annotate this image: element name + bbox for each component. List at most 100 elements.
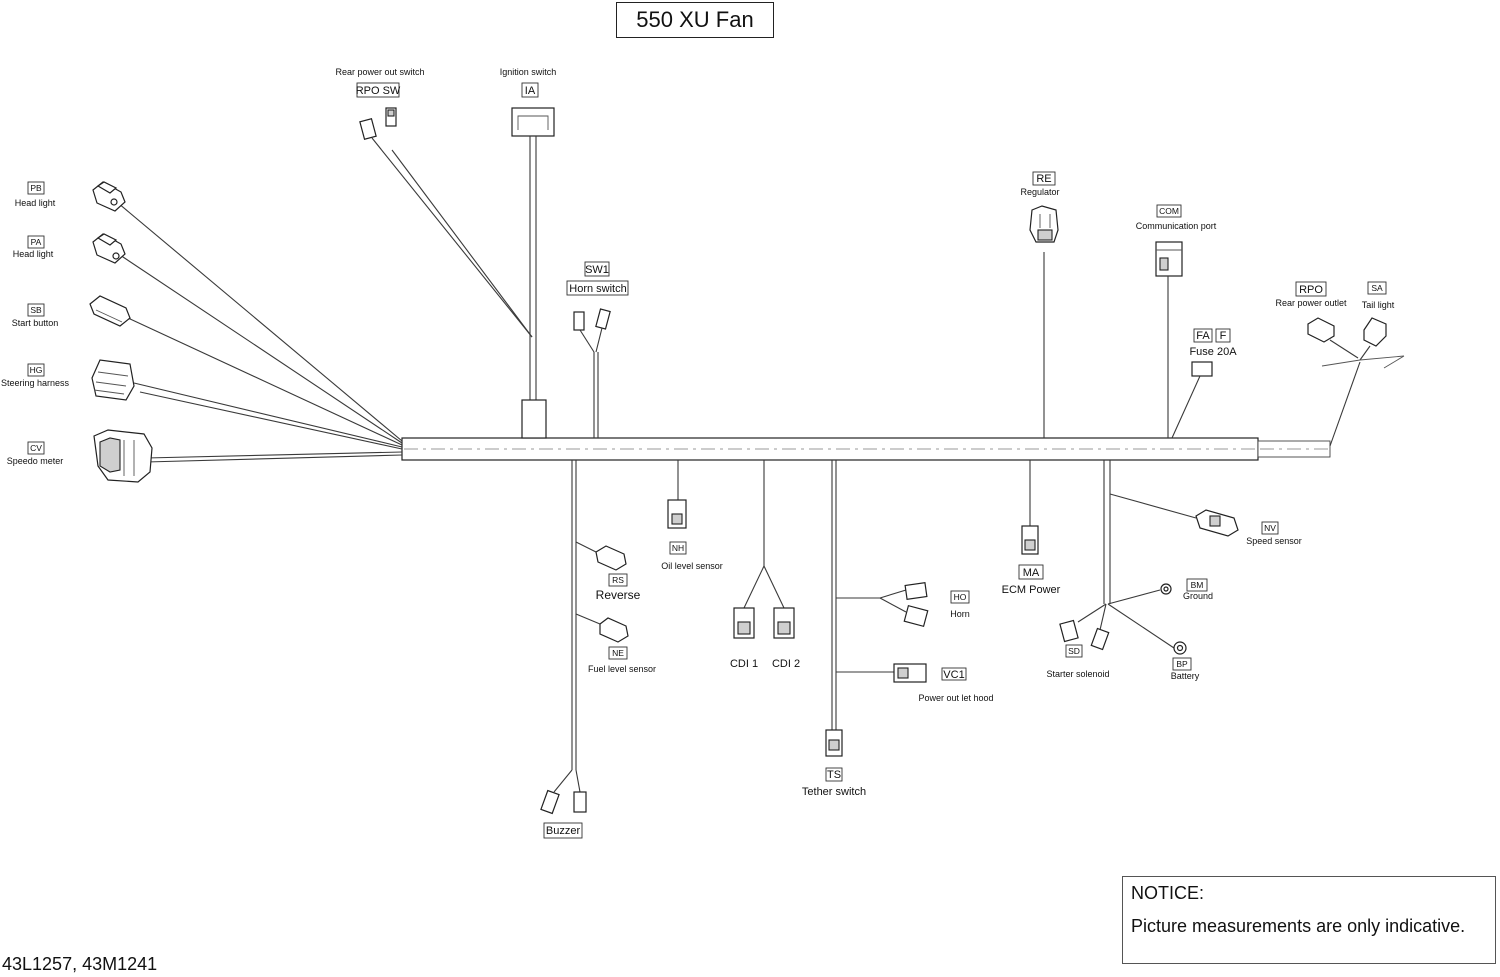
sa-tag: SA <box>1371 283 1383 293</box>
f-tag-box <box>1215 328 1231 343</box>
bp-label: Battery <box>1171 671 1200 681</box>
ma-tag-box <box>1018 564 1044 580</box>
notice-box: NOTICE: Picture measurements are only in… <box>1122 876 1496 964</box>
re-tag: RE <box>1036 173 1051 185</box>
ne-label: Fuel level sensor <box>588 664 656 674</box>
sb-tag: SB <box>30 305 42 315</box>
ma-ecm-power-connector <box>1021 525 1039 555</box>
pb-head-light-connector <box>92 181 126 212</box>
com-label: Communication port <box>1136 221 1217 231</box>
ho-label: Horn <box>950 609 970 619</box>
pb-tag: PB <box>30 183 42 193</box>
sw1-tag: SW1 <box>585 264 609 276</box>
rpo-sw-tag-box <box>356 82 400 98</box>
nh-tag-box <box>669 541 687 555</box>
hg-steering-harness-connector <box>91 359 135 401</box>
hg-label: Steering harness <box>1 378 70 388</box>
com-tag-box <box>1156 204 1182 218</box>
vc1-tag-box <box>941 667 967 681</box>
f-label: Fuse 20A <box>1189 346 1237 358</box>
ne-fuel-level-sensor-connector <box>599 617 629 643</box>
pb-label: Head light <box>15 198 56 208</box>
bp-tag-box <box>1172 657 1192 671</box>
ho-horn-connector <box>903 581 929 628</box>
pb-tag-box <box>27 181 45 195</box>
sw1-tag-box <box>584 261 610 277</box>
cv-speedo-meter-connector <box>93 429 153 483</box>
pa-head-light-connector <box>92 233 126 264</box>
rpo-rear-power-outlet-connector <box>1307 317 1335 343</box>
fa-tag: FA <box>1196 330 1210 342</box>
vc1-label: Power out let hood <box>918 693 993 703</box>
rs-tag-box <box>608 573 628 587</box>
rpo-label: Rear power outlet <box>1275 298 1347 308</box>
left-branch-wires <box>117 137 533 463</box>
re-tag-box <box>1032 171 1056 186</box>
sd-tag: SD <box>1068 646 1080 656</box>
sb-start-button-connector <box>89 295 131 327</box>
nv-tag: NV <box>1264 523 1276 533</box>
fa-tag-box <box>1193 328 1213 343</box>
diagram-title: 550 XU Fan <box>616 2 774 38</box>
ma-tag: MA <box>1023 567 1040 579</box>
rs-reverse-connector <box>595 545 627 571</box>
ia-ignition-switch-connector <box>511 107 555 137</box>
pa-tag: PA <box>31 237 42 247</box>
ma-label: ECM Power <box>1002 584 1061 596</box>
ts-tether-switch-connector <box>825 729 843 757</box>
rpo-tag-box <box>1295 281 1327 297</box>
ia-label: Ignition switch <box>500 67 557 77</box>
ho-tag: HO <box>954 592 967 602</box>
bm-tag: BM <box>1191 580 1204 590</box>
buzzer-connector <box>540 789 587 815</box>
com-tag: COM <box>1159 206 1179 216</box>
ne-tag: NE <box>612 648 624 658</box>
ne-tag-box <box>608 646 628 660</box>
buzzer-tag-box <box>543 822 583 839</box>
sw1-label-box <box>566 280 629 296</box>
sa-tag-box <box>1367 281 1387 295</box>
sb-tag-box <box>27 303 45 317</box>
bm-ground-terminal <box>1160 583 1172 595</box>
rpo-tag: RPO <box>1299 284 1323 296</box>
cv-tag: CV <box>30 443 42 453</box>
bm-tag-box <box>1186 578 1208 592</box>
sw1-label: Horn switch <box>569 283 626 295</box>
sw1-horn-switch-connector <box>573 308 611 331</box>
nh-tag: NH <box>672 543 684 553</box>
re-regulator-connector <box>1029 205 1059 243</box>
ia-sleeve <box>521 399 547 439</box>
rs-tag: RS <box>612 575 624 585</box>
f-tag: F <box>1220 330 1227 342</box>
notice-title: NOTICE: <box>1131 883 1205 903</box>
nv-speed-sensor-connector <box>1195 509 1239 537</box>
pa-label: Head light <box>13 249 54 259</box>
ia-tag: IA <box>525 85 536 97</box>
cdi2-connector <box>773 607 795 639</box>
bm-label: Ground <box>1183 591 1213 601</box>
hg-tag-box <box>27 363 45 377</box>
rs-label: Reverse <box>596 588 641 602</box>
ia-tag-box <box>521 82 539 98</box>
nv-tag-box <box>1261 521 1279 535</box>
main-harness-trunk <box>401 437 1331 461</box>
notice-text: Picture measurements are only indicative… <box>1131 916 1466 936</box>
part-numbers: 43L1257, 43M1241 <box>2 954 158 974</box>
sd-label: Starter solenoid <box>1046 669 1109 679</box>
rpo-sw-label: Rear power out switch <box>335 67 424 77</box>
ho-tag-box <box>950 590 970 604</box>
ts-tag-box <box>825 767 843 782</box>
nh-label: Oil level sensor <box>661 561 723 571</box>
vc1-tag: VC1 <box>943 669 964 681</box>
rpo-sw-tag: RPO SW <box>356 85 401 97</box>
bp-tag: BP <box>1176 659 1188 669</box>
nv-label: Speed sensor <box>1246 536 1302 546</box>
rpo-sw-connector <box>359 107 397 140</box>
buzzer-tag: Buzzer <box>546 825 581 837</box>
pa-tag-box <box>27 235 45 249</box>
sd-starter-solenoid-connector <box>1059 619 1110 651</box>
cdi1-label: CDI 1 <box>730 658 758 670</box>
cv-label: Speedo meter <box>7 456 64 466</box>
sa-label: Tail light <box>1362 300 1395 310</box>
